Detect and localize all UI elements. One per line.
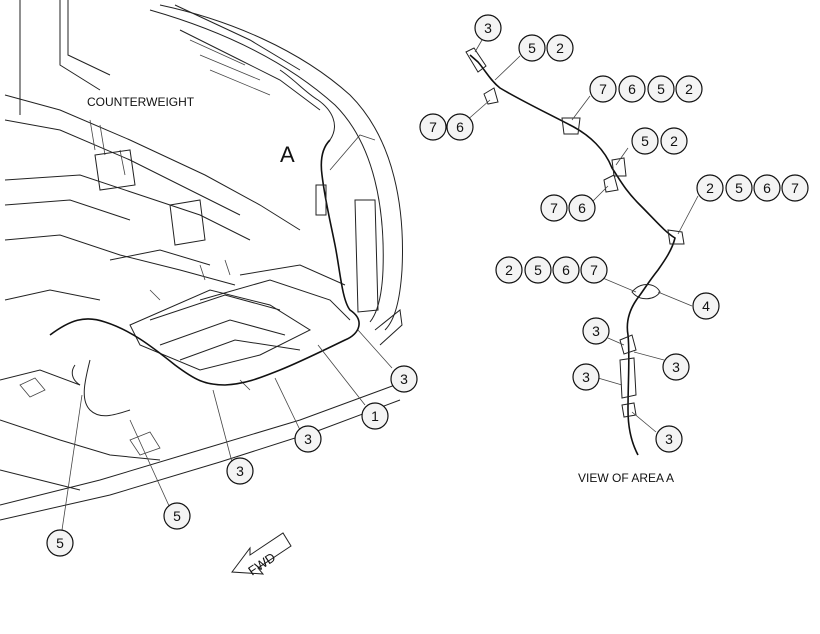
callout-balloon: 3 [390,365,418,393]
svg-text:7: 7 [599,81,607,97]
svg-text:2: 2 [670,133,678,149]
callout-balloon: 5 [46,529,74,557]
svg-text:3: 3 [672,359,680,375]
svg-text:5: 5 [641,133,649,149]
svg-text:7: 7 [791,180,799,196]
callout-balloon: 2 [696,174,724,202]
callout-balloon: 6 [618,75,646,103]
svg-text:3: 3 [582,369,590,385]
callout-balloon: 5 [647,75,675,103]
svg-text:6: 6 [456,119,464,135]
svg-text:3: 3 [592,323,600,339]
callout-balloon: 3 [655,425,683,453]
callout-balloon: 5 [725,174,753,202]
callout-balloon: 4 [692,292,720,320]
svg-text:7: 7 [590,262,598,278]
svg-text:4: 4 [702,298,710,314]
svg-text:6: 6 [763,180,771,196]
callout-balloon: 3 [662,353,690,381]
svg-text:3: 3 [236,463,244,479]
callout-balloon: 6 [552,256,580,284]
svg-text:5: 5 [735,180,743,196]
callout-balloon: 5 [524,256,552,284]
svg-text:2: 2 [706,180,714,196]
main-leader-lines [61,329,393,531]
view-of-area-a-title: VIEW OF AREA A [578,471,674,485]
callout-balloon: 5 [518,34,546,62]
svg-text:3: 3 [484,20,492,36]
svg-text:1: 1 [371,408,379,424]
svg-text:7: 7 [429,119,437,135]
callout-balloon: 2 [546,34,574,62]
svg-text:5: 5 [173,508,181,524]
svg-text:3: 3 [665,431,673,447]
svg-text:2: 2 [505,262,513,278]
svg-text:5: 5 [657,81,665,97]
callout-balloon: 3 [294,425,322,453]
callout-balloon: 6 [753,174,781,202]
callout-balloon: 7 [589,75,617,103]
callout-balloon: 6 [446,113,474,141]
callout-balloon: 3 [226,457,254,485]
svg-text:6: 6 [628,81,636,97]
callout-balloon: 2 [660,127,688,155]
callout-balloon: 6 [568,194,596,222]
callout-balloon: 5 [163,502,191,530]
svg-text:3: 3 [400,371,408,387]
detail-harness-route [465,47,685,456]
callout-balloon: 7 [781,174,809,202]
callout-balloon: 7 [580,256,608,284]
svg-text:2: 2 [685,81,693,97]
machine-frame-drawing [0,0,403,521]
callout-balloon: 2 [495,256,523,284]
svg-text:5: 5 [534,262,542,278]
area-a-marker: A [280,142,295,167]
callout-balloon: 7 [419,113,447,141]
callout-balloon: 3 [474,14,502,42]
callout-balloon: 1 [361,402,389,430]
svg-text:3: 3 [304,431,312,447]
callout-balloon: 5 [631,127,659,155]
forward-arrow-icon: FWD [231,532,292,578]
callout-balloon: 3 [582,317,610,345]
svg-text:6: 6 [562,262,570,278]
svg-text:5: 5 [528,40,536,56]
callout-balloon: 3 [572,363,600,391]
counterweight-label: COUNTERWEIGHT [87,95,195,109]
svg-text:7: 7 [550,200,558,216]
main-harness-route [49,69,360,417]
svg-text:5: 5 [56,535,64,551]
svg-text:2: 2 [556,40,564,56]
callout-balloon: 2 [675,75,703,103]
svg-text:6: 6 [578,200,586,216]
callout-balloon: 7 [540,194,568,222]
